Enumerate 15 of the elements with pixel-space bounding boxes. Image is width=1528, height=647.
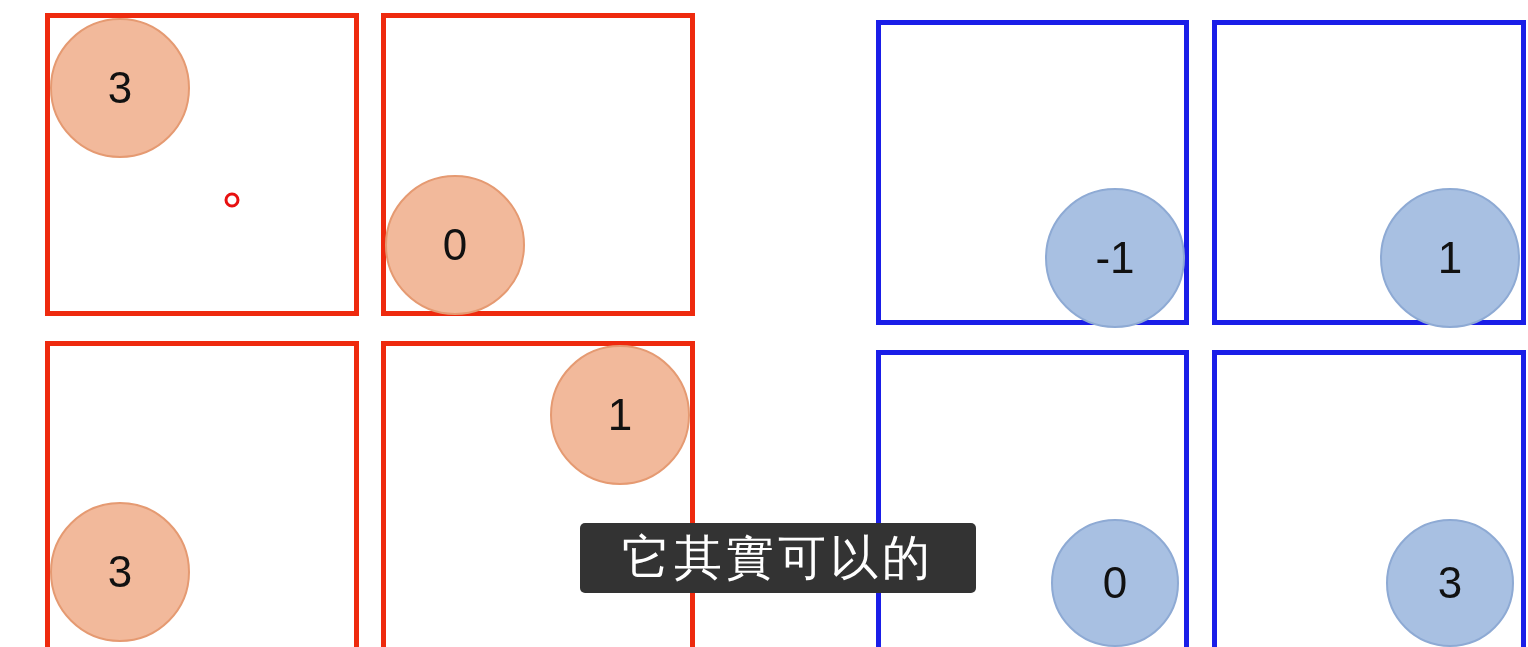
number-circle: 3 <box>1386 519 1514 647</box>
square-frame <box>1212 20 1526 325</box>
square-frame <box>45 341 359 647</box>
number-circle: 1 <box>1380 188 1520 328</box>
square-frame <box>1212 350 1526 647</box>
square-frame <box>45 13 359 316</box>
number-circle: 1 <box>550 345 690 485</box>
number-circle: 0 <box>385 175 525 315</box>
number-circle: 3 <box>50 18 190 158</box>
square-frame <box>381 13 695 316</box>
square-frame <box>876 20 1189 325</box>
number-circle: -1 <box>1045 188 1185 328</box>
subtitle-caption: 它其實可以的 <box>580 523 976 593</box>
number-circle: 3 <box>50 502 190 642</box>
number-circle: 0 <box>1051 519 1179 647</box>
